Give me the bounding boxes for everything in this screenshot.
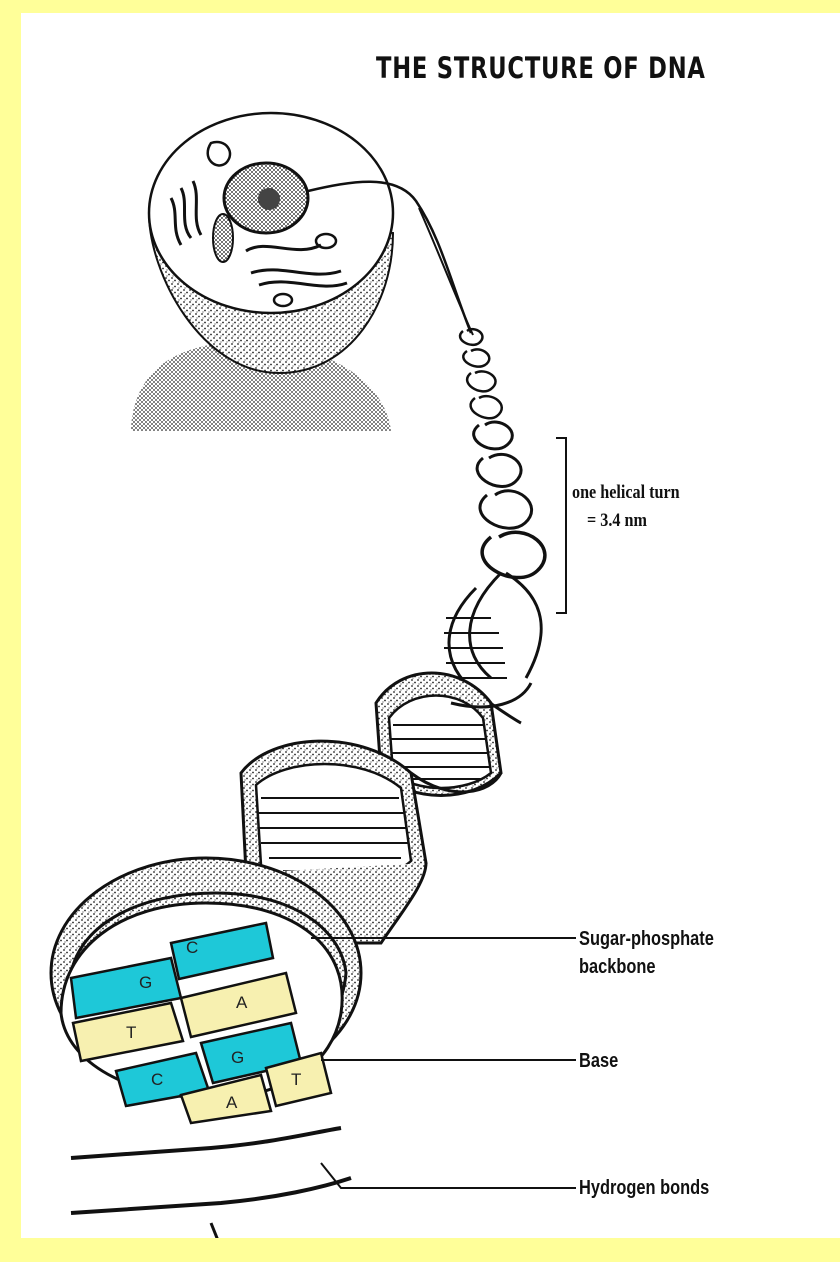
cell-drawing [131, 113, 393, 431]
base-letter-c2: C [151, 1070, 163, 1089]
base-letter-g1: G [139, 973, 152, 992]
diagram-canvas: G C T A C G A T THE STRUCTURE OF DNA one… [21, 13, 840, 1238]
hydrogen-bonds-label: Hydrogen bonds [579, 1174, 709, 1202]
helical-turn-label-line1: one helical turn [572, 479, 680, 507]
base-letter-g2: G [231, 1048, 244, 1067]
base-letter-a2: A [226, 1093, 238, 1112]
page-title: THE STRUCTURE OF DNA [376, 51, 706, 85]
hydrogen-bonds-leader [321, 1163, 576, 1188]
helical-turn-bracket [556, 438, 566, 613]
base-letter-t2: T [291, 1070, 301, 1089]
dna-structure-illustration: G C T A C G A T [21, 13, 840, 1238]
base-letter-a1: A [236, 993, 248, 1012]
base-letter-c1: C [186, 938, 198, 957]
helical-turn-label-line2: = 3.4 nm [587, 507, 647, 535]
base-letter-t1: T [126, 1023, 136, 1042]
helix-cross-section [51, 858, 361, 1238]
base-label: Base [579, 1047, 618, 1075]
backbone-label-line1: Sugar-phosphate [579, 925, 714, 953]
backbone-label-line2: backbone [579, 953, 656, 981]
